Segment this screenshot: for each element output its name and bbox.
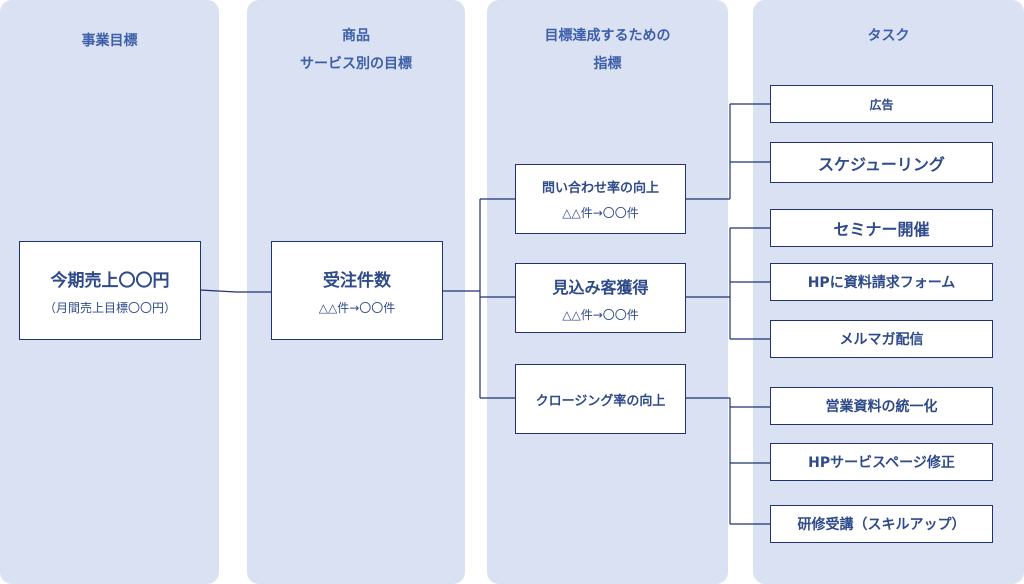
task-box-5: メルマガ配信 (770, 320, 993, 358)
product-goal-main: 受注件数 (323, 270, 391, 291)
task-box-8: 研修受講（スキルアップ） (770, 505, 993, 543)
task-label: 営業資料の統一化 (825, 399, 938, 415)
task-label: HPに資料請求フォーム (807, 275, 956, 291)
column-title-line: サービス別の目標 (300, 56, 412, 72)
indicator-main: クロージング率の向上 (535, 393, 666, 409)
task-box-6: 営業資料の統一化 (770, 387, 993, 425)
indicator-main: 見込み客獲得 (552, 277, 649, 297)
column-title-indicators: 目標達成するための 指標 (487, 22, 728, 78)
column-title-line: 目標達成するための (544, 28, 671, 44)
column-title-line: タスク (867, 28, 910, 44)
product-goal-box: 受注件数 △△件→〇〇件 (271, 241, 443, 340)
indicator-main: 問い合わせ率の向上 (541, 181, 659, 196)
product-goal-sub: △△件→〇〇件 (318, 300, 396, 315)
business-goal-box: 今期売上〇〇円 （月間売上目標〇〇円） (19, 241, 201, 340)
connector-goal-product (199, 289, 272, 293)
column-title-product-goal: 商品 サービス別の目標 (247, 22, 465, 78)
task-label: 広告 (869, 97, 894, 112)
column-title-line: 事業目標 (81, 33, 138, 49)
indicator-sub: △△件→〇〇件 (562, 307, 639, 322)
task-box-3: セミナー開催 (770, 209, 993, 247)
indicator-box-3: クロージング率の向上 (515, 364, 686, 434)
task-box-2: スケジューリング (770, 142, 993, 183)
business-goal-main: 今期売上〇〇円 (50, 270, 170, 291)
business-goal-sub: （月間売上目標〇〇円） (43, 300, 176, 315)
column-title-line: 指標 (593, 56, 622, 72)
indicator-box-2: 見込み客獲得 △△件→〇〇件 (515, 263, 686, 333)
column-title-business-goal: 事業目標 (0, 27, 219, 55)
task-box-4: HPに資料請求フォーム (770, 263, 993, 301)
task-label: 研修受講（スキルアップ） (797, 517, 966, 533)
task-label: メルマガ配信 (839, 332, 924, 348)
task-box-1: 広告 (770, 85, 993, 123)
column-title-tasks: タスク (753, 22, 1024, 50)
task-label: スケジューリング (818, 154, 945, 174)
indicator-box-1: 問い合わせ率の向上 △△件→〇〇件 (515, 164, 686, 234)
task-label: セミナー開催 (833, 220, 930, 239)
task-label: HPサービスページ修正 (808, 455, 955, 471)
indicator-sub: △△件→〇〇件 (562, 206, 639, 220)
column-title-line: 商品 (342, 28, 370, 44)
task-box-7: HPサービスページ修正 (770, 443, 993, 481)
